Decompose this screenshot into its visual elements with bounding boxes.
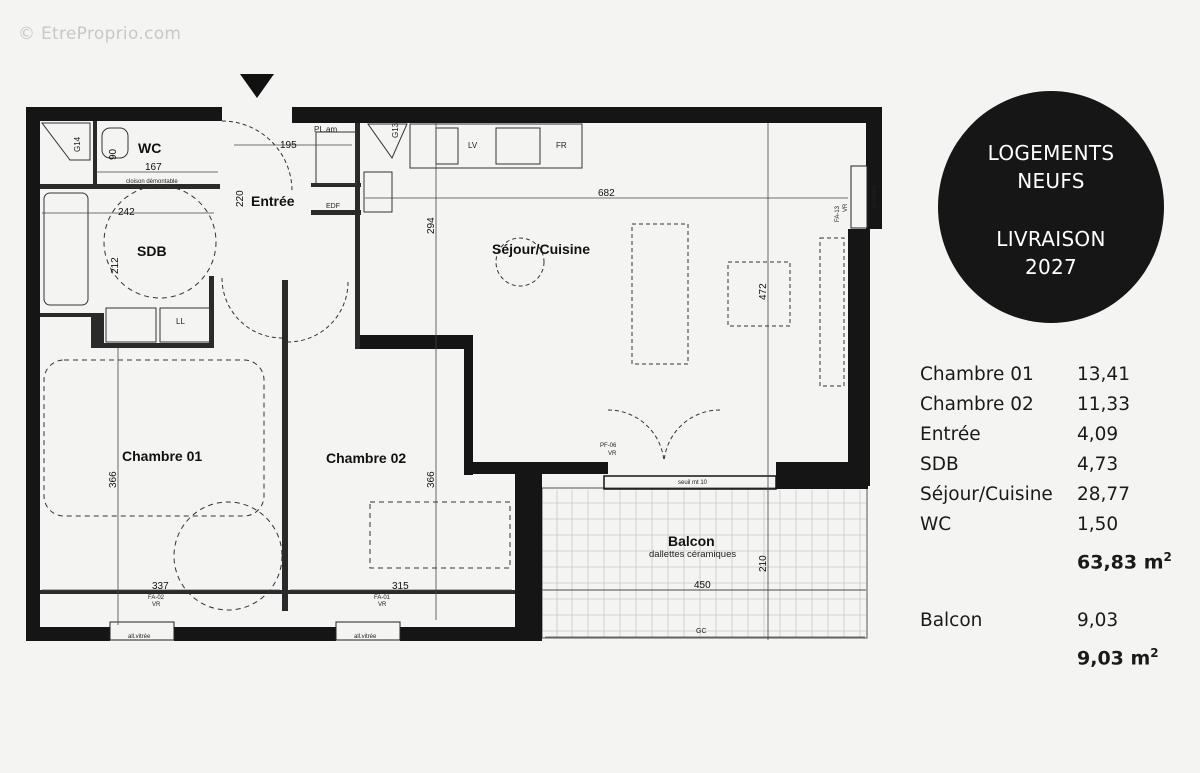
balcony-tiles [542, 490, 866, 637]
dim-ch2-height: 366 [426, 471, 437, 488]
area-row-name: Entrée [920, 424, 981, 445]
area-row-value: 4,09 [1077, 424, 1119, 445]
dim-sdb-height: 212 [110, 257, 121, 274]
area-row: Entrée 4,09 [920, 424, 1180, 454]
balcon-row: Balcon 9,03 [920, 610, 1180, 640]
label-gc: GC [696, 628, 707, 635]
area-row: Chambre 01 13,41 [920, 364, 1180, 394]
area-row-name: WC [920, 514, 952, 535]
area-total: 63,83 m2 [1077, 550, 1172, 573]
balcon-sub-label: dallettes céramiques [649, 549, 736, 560]
label-vr-sejour: VR [608, 451, 617, 457]
label-fa01: FA-01 [374, 595, 391, 601]
dim-sejour-height2: 472 [758, 283, 769, 300]
area-row-name: SDB [920, 454, 959, 475]
area-total-unit: 2 [1163, 550, 1172, 564]
area-row-value: 4,73 [1077, 454, 1119, 475]
label-allvitree-ch2: all.vitrée [354, 634, 377, 640]
balcon-total-unit: 2 [1150, 646, 1159, 660]
balcon-row-value: 9,03 [1077, 610, 1119, 631]
badge-line-4: 2027 [1024, 255, 1078, 279]
label-ll: LL [176, 317, 185, 326]
interior-walls [40, 121, 515, 611]
label-vr-east: VR [843, 203, 849, 212]
label-fa13: FA-13 [835, 205, 841, 222]
area-row: WC 1,50 [920, 514, 1180, 544]
entrance-arrow-icon [240, 74, 274, 98]
badge-line-1: LOGEMENTS [987, 141, 1115, 165]
exterior-walls [26, 107, 882, 641]
dimension-lines [42, 123, 865, 640]
label-fa02: FA-02 [148, 595, 165, 601]
label-g14: G14 [73, 136, 82, 152]
balcon-total-value: 9,03 m [1077, 647, 1151, 670]
dim-wc-width: 167 [145, 162, 162, 173]
label-lv: LV [468, 141, 478, 150]
label-vr-ch1: VR [152, 602, 161, 608]
dim-sdb-width: 242 [118, 207, 135, 218]
label-plam: PL.am [314, 125, 337, 134]
label-pf06: PF-06 [600, 443, 617, 449]
dim-balcon-width: 450 [694, 580, 711, 591]
badge-line-3: LIVRAISON [996, 227, 1106, 251]
watermark: © EtreProprio.com [18, 24, 182, 44]
area-row-name: Séjour/Cuisine [920, 484, 1053, 505]
label-allvitree-ch1: all.vitrée [128, 634, 151, 640]
balcon-total: 9,03 m2 [1077, 646, 1159, 669]
badge-line-2: NEUFS [1017, 169, 1085, 193]
dim-wc-height: 90 [108, 148, 119, 160]
delivery-badge: LOGEMENTS NEUFS LIVRAISON 2027 [938, 91, 1164, 323]
label-fr: FR [556, 141, 567, 150]
area-row: SDB 4,73 [920, 454, 1180, 484]
dim-sejour-height: 294 [426, 217, 437, 234]
label-allvitree-east: all.vitrée [872, 185, 878, 208]
room-label-chambre01: Chambre 01 [122, 448, 202, 464]
dim-ch1-width: 337 [152, 581, 169, 592]
area-row: Chambre 02 11,33 [920, 394, 1180, 424]
room-label-balcon: Balcon [668, 533, 715, 549]
room-label-sejour: Séjour/Cuisine [492, 241, 590, 257]
label-cloison: cloison démontable [126, 179, 178, 185]
area-row: Séjour/Cuisine 28,77 [920, 484, 1180, 514]
area-row-value: 28,77 [1077, 484, 1130, 505]
dim-ch2-width: 315 [392, 581, 409, 592]
area-row-value: 13,41 [1077, 364, 1130, 385]
balcony-outline [541, 487, 868, 639]
windows [109, 165, 868, 641]
dim-ch1-height: 366 [108, 471, 119, 488]
label-seuil: seuil mt 10 [678, 480, 708, 486]
dim-sejour-width: 682 [598, 188, 615, 199]
room-label-wc: WC [138, 140, 161, 156]
label-vr-ch2: VR [378, 602, 387, 608]
label-edf: EDF [326, 203, 340, 210]
room-label-sdb: SDB [137, 243, 167, 259]
area-row-value: 1,50 [1077, 514, 1119, 535]
fixtures [40, 120, 845, 611]
balcon-row-name: Balcon [920, 610, 983, 631]
dim-balcon-height: 210 [758, 555, 769, 572]
floor-plan: WC Entrée SDB Séjour/Cuisine Chambre 01 … [26, 74, 882, 641]
dim-entree-height: 220 [235, 190, 246, 207]
room-label-chambre02: Chambre 02 [326, 450, 406, 466]
label-g13: G13 [391, 122, 400, 138]
area-row-name: Chambre 01 [920, 364, 1034, 385]
dim-entree-width: 195 [280, 140, 297, 151]
area-total-value: 63,83 m [1077, 551, 1164, 574]
area-row-name: Chambre 02 [920, 394, 1034, 415]
room-label-entree: Entrée [251, 193, 295, 209]
area-row-value: 11,33 [1077, 394, 1130, 415]
